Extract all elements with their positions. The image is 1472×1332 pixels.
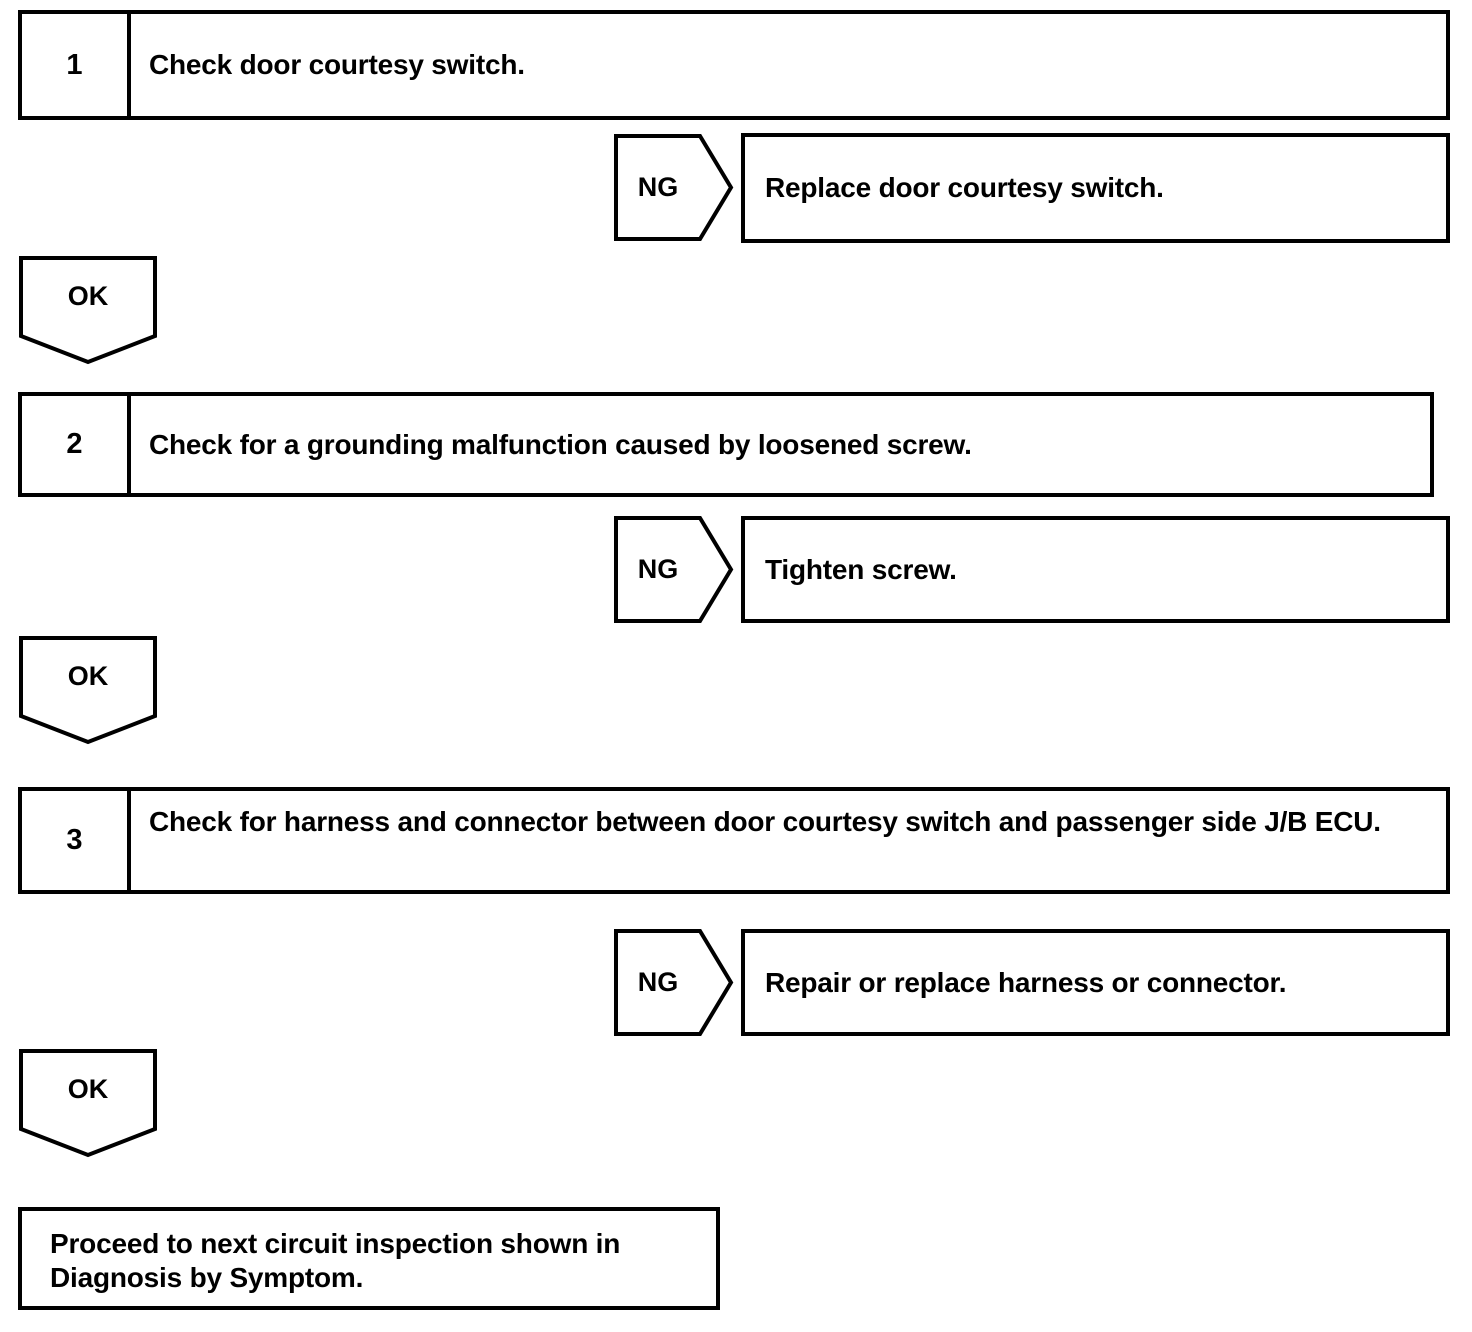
ng-result-box-3: Repair or replace harness or connector. [741,929,1450,1036]
ng-arrow-3: NG [614,929,734,1036]
ok-arrow-label-3: OK [67,1073,109,1104]
step-text-3: Check for harness and connector between … [131,791,1446,890]
step-box-2: 2 Check for a grounding malfunction caus… [18,392,1434,497]
ok-arrow-2: OK [19,636,157,745]
ok-arrow-shape-3 [19,1049,157,1158]
ng-arrow-2: NG [614,516,734,623]
ng-arrow-label-3: NG [637,967,679,997]
ok-arrow-label-2: OK [67,660,109,691]
ok-arrow-3: OK [19,1049,157,1158]
step-text-2: Check for a grounding malfunction caused… [149,428,972,460]
terminal-box: Proceed to next circuit inspection shown… [18,1207,720,1310]
ng-result-box-2: Tighten screw. [741,516,1450,623]
step-number-2: 2 [22,396,131,493]
ng-arrow-label-1: NG [637,172,679,202]
ng-result-box-1: Replace door courtesy switch. [741,133,1450,243]
step-number-3: 3 [22,791,131,890]
ng-arrow-shape-2 [614,516,734,623]
ok-arrow-1: OK [19,256,157,365]
ng-arrow-label-2: NG [637,554,679,584]
ng-arrow-shape-1 [614,134,734,241]
step-number-1: 1 [22,14,131,116]
ok-arrow-shape-2 [19,636,157,745]
step-box-3: 3 Check for harness and connector betwee… [18,787,1450,894]
ok-arrow-shape-1 [19,256,157,365]
step-box-1: 1 Check door courtesy switch. [18,10,1450,120]
ng-arrow-1: NG [614,134,734,241]
step-text-1: Check door courtesy switch. [149,49,525,81]
step-text-3-content: Check for harness and connector between … [149,806,1381,837]
ok-arrow-label-1: OK [67,280,109,311]
ng-arrow-shape-3 [614,929,734,1036]
